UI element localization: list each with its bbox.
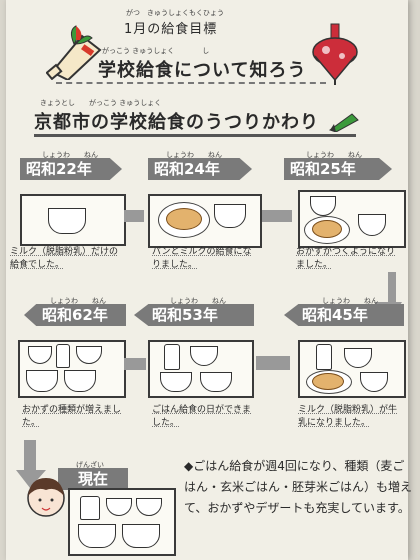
arrow-left <box>256 356 290 370</box>
era-ruby: しょうわ ねん <box>170 297 226 305</box>
era-ruby: しょうわ ねん <box>306 151 362 159</box>
milk-bottle-icon <box>316 344 332 370</box>
arrow-right <box>262 210 292 222</box>
bread-icon <box>312 373 344 390</box>
caption-showa-22: ミルク（脱脂粉乳）だけの給食でした。 <box>10 247 119 270</box>
dessert-icon <box>136 498 162 516</box>
arrow-left <box>124 358 146 370</box>
era-label-showa-25: 昭和25年 <box>284 158 392 180</box>
side-dish-icon <box>190 346 218 366</box>
paddle-icon <box>46 25 102 80</box>
side-dish-icon <box>344 348 372 368</box>
rice-bowl-icon <box>26 370 58 392</box>
side-dish-icon <box>28 346 52 364</box>
era-label-showa-53: 昭和53年 <box>134 304 254 326</box>
tray-showa-45 <box>298 340 406 398</box>
tray-showa-25 <box>298 190 406 248</box>
caption-showa-25: おかずがつくようになりました。 <box>296 247 396 270</box>
era-ruby: しょうわ ねん <box>166 151 222 159</box>
down-arrow <box>16 440 46 488</box>
side-dish-icon <box>106 498 132 516</box>
header-underline <box>56 82 326 84</box>
era-label-showa-45: 昭和45年 <box>284 304 404 326</box>
milk-bottle-icon <box>164 344 180 370</box>
girl-icon <box>27 478 65 517</box>
soup-bowl-icon <box>360 372 388 392</box>
now-description: ◆ごはん給食が週4回になり、種類（麦ごはん・玄米ごはん・胚芽米ごはん）も増えて、… <box>184 459 413 515</box>
era-label-showa-24: 昭和24年 <box>148 158 252 180</box>
soup-bowl-icon <box>64 370 96 392</box>
milk-bowl-icon <box>48 208 86 234</box>
caption-showa-62: おかずの種類が増えました。 <box>22 405 122 428</box>
side-dish-icon <box>76 346 102 364</box>
month-goal-title: 1月の給食目標 <box>124 22 218 37</box>
caption-showa-24: パンとミルクの給食になりました。 <box>152 247 252 270</box>
subtitle-ruby: がっこう きゅうしょく し <box>102 47 210 55</box>
arrow-right <box>124 210 144 222</box>
main-title-ruby: きょうとし がっこう きゅうしょく <box>40 99 162 107</box>
era-ruby: しょうわ ねん <box>322 297 378 305</box>
era-label-showa-62: 昭和62年 <box>24 304 126 326</box>
tray-showa-62 <box>18 340 126 398</box>
now-label: 現在 <box>58 468 128 490</box>
tray-showa-53 <box>148 340 254 398</box>
era-label-showa-22: 昭和22年 <box>20 158 122 180</box>
side-dish-icon <box>310 196 336 216</box>
now-ruby: げんざい <box>76 461 104 469</box>
soup-bowl-icon <box>200 372 232 392</box>
caption-showa-53: ごはん給食の日ができました。 <box>152 405 252 428</box>
worksheet: がつ きゅうしょくもくひょう 1月の給食目標 がっこう きゅうしょく し 学校給… <box>6 0 412 560</box>
spinning-top-icon <box>312 23 358 85</box>
tray-showa-22 <box>20 194 126 246</box>
caption-showa-45: ミルク（脱脂粉乳）が牛乳になりました。 <box>298 405 398 428</box>
era-ruby: しょうわ ねん <box>50 297 106 305</box>
soup-bowl-icon <box>122 524 160 548</box>
section-title: 京都市の学校給食のうつりかわり <box>34 108 356 137</box>
tray-showa-24 <box>148 194 262 248</box>
tray-now <box>68 488 176 556</box>
milk-bowl-icon <box>358 214 386 236</box>
era-ruby: しょうわ ねん <box>42 151 98 159</box>
milk-bowl-icon <box>214 204 246 228</box>
milk-bottle-icon <box>56 344 70 368</box>
pencil-icon <box>328 113 359 132</box>
page-subtitle: 学校給食について知ろう <box>98 60 307 81</box>
rice-bowl-icon <box>160 372 192 392</box>
milk-carton-icon <box>80 496 100 520</box>
bread-icon <box>312 220 342 238</box>
title-ruby: がつ きゅうしょくもくひょう <box>126 9 224 17</box>
bread-icon <box>166 208 202 230</box>
rice-bowl-icon <box>78 524 116 548</box>
